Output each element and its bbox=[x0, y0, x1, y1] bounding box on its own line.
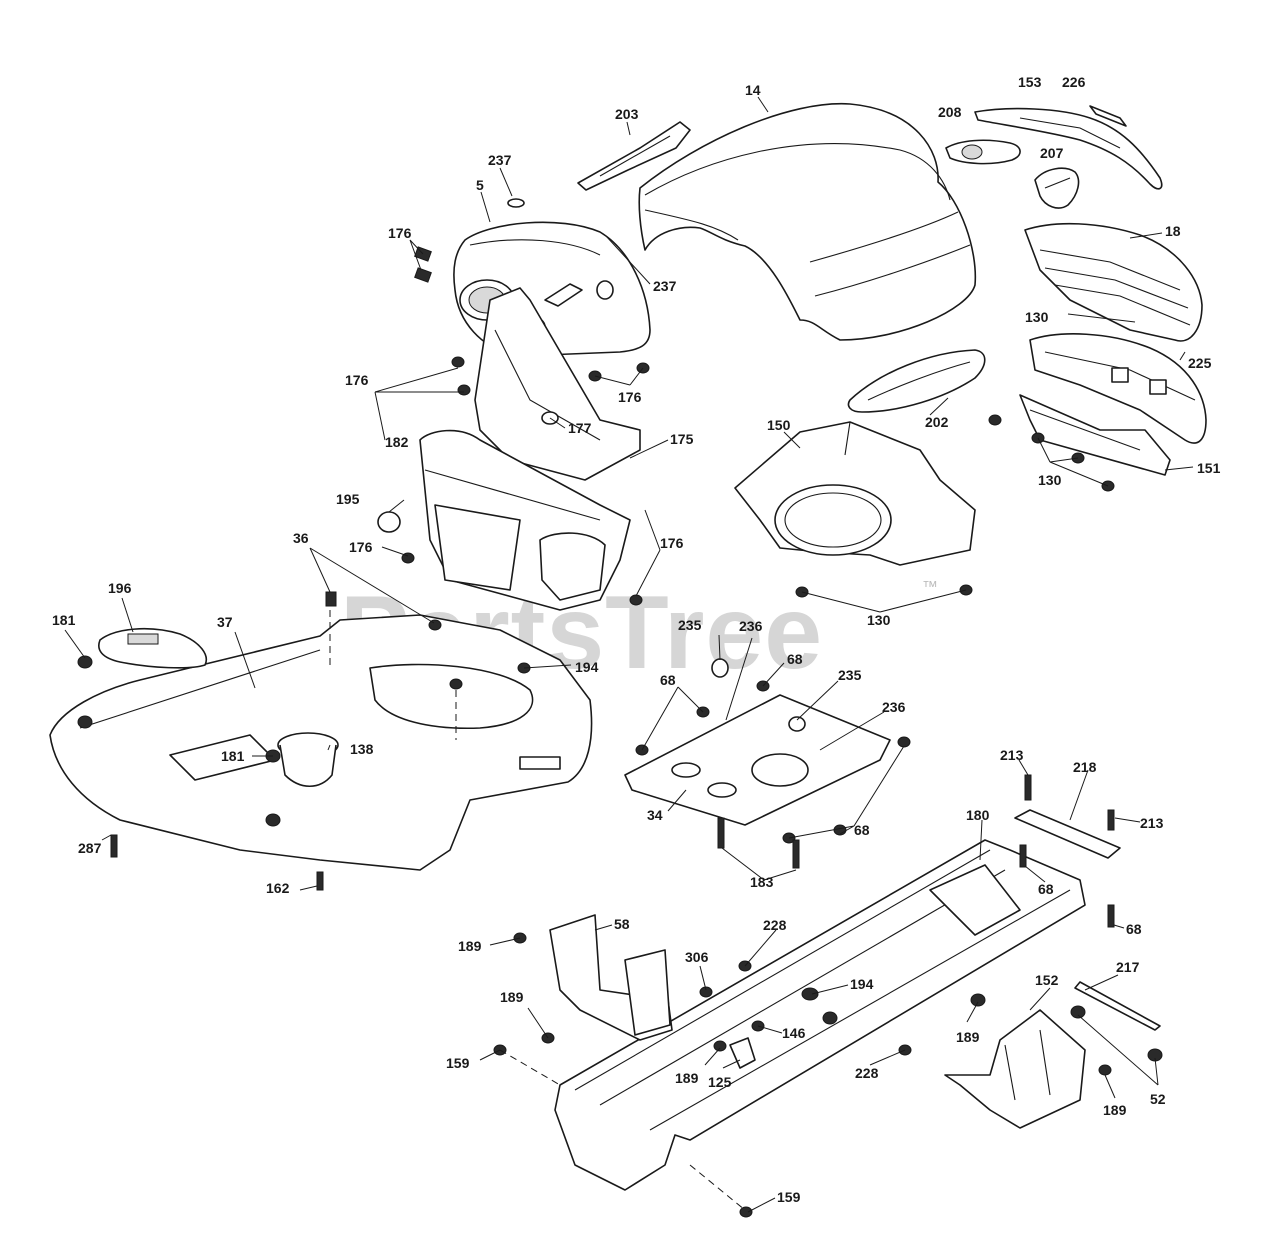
callout-306[interactable]: 306 bbox=[685, 949, 709, 965]
callout-202[interactable]: 202 bbox=[925, 414, 949, 430]
headlight-part[interactable] bbox=[1034, 167, 1080, 209]
callout-34[interactable]: 34 bbox=[647, 807, 663, 823]
callout-146[interactable]: 146 bbox=[782, 1025, 806, 1041]
callout-189-bottom[interactable]: 189 bbox=[675, 1070, 699, 1086]
callout-180[interactable]: 180 bbox=[966, 807, 990, 823]
callout-150[interactable]: 150 bbox=[767, 417, 791, 433]
callout-68-mid[interactable]: 68 bbox=[1038, 881, 1054, 897]
callout-217[interactable]: 217 bbox=[1116, 959, 1140, 975]
callout-189-left[interactable]: 189 bbox=[500, 989, 524, 1005]
callout-5[interactable]: 5 bbox=[476, 177, 484, 193]
leader-lines bbox=[64, 96, 1194, 1213]
callout-138[interactable]: 138 bbox=[350, 741, 374, 757]
callout-235-top[interactable]: 235 bbox=[678, 617, 702, 633]
callout-176-left-top[interactable]: 176 bbox=[388, 225, 412, 241]
callout-194-deck[interactable]: 194 bbox=[575, 659, 599, 675]
dash-panel-part[interactable] bbox=[453, 221, 651, 357]
callout-226[interactable]: 226 bbox=[1062, 74, 1086, 90]
callout-176-left-mid[interactable]: 176 bbox=[345, 372, 369, 388]
mounting-plate-part[interactable] bbox=[624, 694, 891, 826]
callout-181-top[interactable]: 181 bbox=[52, 612, 76, 628]
trademark-symbol: ™ bbox=[922, 579, 938, 596]
callout-68-left[interactable]: 68 bbox=[660, 672, 676, 688]
support-bar-part[interactable] bbox=[1014, 809, 1121, 859]
callout-236-right[interactable]: 236 bbox=[882, 699, 906, 715]
hood-trim-part[interactable] bbox=[974, 107, 1163, 190]
pedal-pad-part[interactable] bbox=[729, 1037, 756, 1069]
callout-36[interactable]: 36 bbox=[293, 530, 309, 546]
callout-228-top[interactable]: 228 bbox=[763, 917, 787, 933]
callout-235-right[interactable]: 235 bbox=[838, 667, 862, 683]
callout-189-right[interactable]: 189 bbox=[1103, 1102, 1127, 1118]
callout-181-deck[interactable]: 181 bbox=[221, 748, 245, 764]
callout-195[interactable]: 195 bbox=[336, 491, 360, 507]
callout-287[interactable]: 287 bbox=[78, 840, 102, 856]
plug-part[interactable] bbox=[377, 511, 401, 533]
callout-159-bottom[interactable]: 159 bbox=[777, 1189, 801, 1205]
callout-213-right[interactable]: 213 bbox=[1140, 815, 1164, 831]
callout-208[interactable]: 208 bbox=[938, 104, 962, 120]
callout-159-left[interactable]: 159 bbox=[446, 1055, 470, 1071]
callout-151[interactable]: 151 bbox=[1197, 460, 1221, 476]
callout-37[interactable]: 37 bbox=[217, 614, 233, 630]
callout-176-plug[interactable]: 176 bbox=[349, 539, 373, 555]
callout-237-top[interactable]: 237 bbox=[488, 152, 512, 168]
callout-130-shroud[interactable]: 130 bbox=[867, 612, 891, 628]
seal-part[interactable] bbox=[277, 732, 339, 788]
callout-228-bottom[interactable]: 228 bbox=[855, 1065, 879, 1081]
pedal-bracket-part[interactable] bbox=[549, 914, 673, 1041]
grommet-part[interactable] bbox=[507, 198, 525, 208]
fuel-gauge-part[interactable] bbox=[98, 627, 207, 669]
frame-part[interactable] bbox=[554, 839, 1086, 1191]
hood-part[interactable] bbox=[638, 102, 977, 341]
callout-52[interactable]: 52 bbox=[1150, 1091, 1166, 1107]
grille-housing-part[interactable] bbox=[1029, 333, 1207, 444]
link-rod-part[interactable] bbox=[1074, 981, 1161, 1031]
grille-part[interactable] bbox=[1024, 222, 1203, 342]
callout-196[interactable]: 196 bbox=[108, 580, 132, 596]
callout-68-plate[interactable]: 68 bbox=[854, 822, 870, 838]
headlight-lens-part[interactable] bbox=[945, 139, 1021, 165]
hood-bracket-part[interactable] bbox=[577, 121, 691, 191]
side-grille-part[interactable] bbox=[847, 349, 986, 413]
callout-203[interactable]: 203 bbox=[615, 106, 639, 122]
callout-236-top[interactable]: 236 bbox=[739, 618, 763, 634]
grille-bracket-part[interactable] bbox=[1019, 394, 1171, 476]
callout-68-right[interactable]: 68 bbox=[1126, 921, 1142, 937]
callout-14[interactable]: 14 bbox=[745, 82, 761, 98]
callout-125[interactable]: 125 bbox=[708, 1074, 732, 1090]
callout-153[interactable]: 153 bbox=[1018, 74, 1042, 90]
callout-207[interactable]: 207 bbox=[1040, 145, 1064, 161]
callout-176-dash-bottom[interactable]: 176 bbox=[618, 389, 642, 405]
engine-shroud-part[interactable] bbox=[734, 421, 976, 566]
callout-58[interactable]: 58 bbox=[614, 916, 630, 932]
callout-152[interactable]: 152 bbox=[1035, 972, 1059, 988]
control-bracket-part[interactable] bbox=[474, 287, 641, 481]
callout-189-cover[interactable]: 189 bbox=[956, 1029, 980, 1045]
hood-emblem-part[interactable] bbox=[1089, 105, 1127, 127]
assembly-lines bbox=[329, 610, 746, 1211]
frame-cover-part[interactable] bbox=[944, 1009, 1086, 1129]
callout-175[interactable]: 175 bbox=[670, 431, 694, 447]
dash-frame-part[interactable] bbox=[419, 429, 631, 611]
callout-182[interactable]: 182 bbox=[385, 434, 409, 450]
callout-68-top[interactable]: 68 bbox=[787, 651, 803, 667]
callout-194-frame[interactable]: 194 bbox=[850, 976, 874, 992]
callout-189-top[interactable]: 189 bbox=[458, 938, 482, 954]
callout-labels: 14 153 226 203 208 237 207 5 176 18 237 … bbox=[52, 74, 1221, 1205]
callout-18[interactable]: 18 bbox=[1165, 223, 1181, 239]
callout-130-grille[interactable]: 130 bbox=[1025, 309, 1049, 325]
callout-225[interactable]: 225 bbox=[1188, 355, 1212, 371]
callout-176-right[interactable]: 176 bbox=[660, 535, 684, 551]
callout-213-top[interactable]: 213 bbox=[1000, 747, 1024, 763]
callout-183[interactable]: 183 bbox=[750, 874, 774, 890]
callout-218[interactable]: 218 bbox=[1073, 759, 1097, 775]
callout-162[interactable]: 162 bbox=[266, 880, 290, 896]
callout-130-bracket[interactable]: 130 bbox=[1038, 472, 1062, 488]
callout-177[interactable]: 177 bbox=[568, 420, 592, 436]
callout-237-right[interactable]: 237 bbox=[653, 278, 677, 294]
